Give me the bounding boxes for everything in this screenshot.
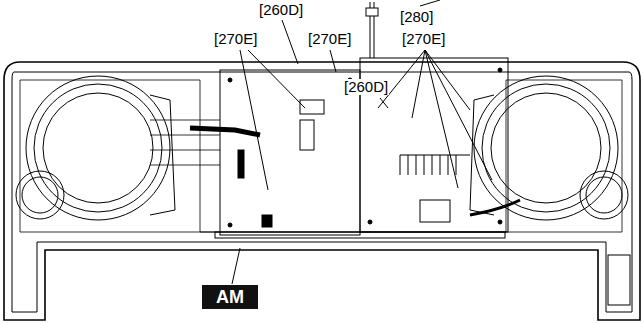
part-tag: AM	[202, 285, 258, 309]
part-tag-text: AM	[216, 287, 244, 307]
callout-number: [270E]	[401, 31, 446, 47]
callout-number: [260D]	[343, 79, 389, 95]
callout-number: [260D]	[258, 2, 304, 18]
callout-number: [270E]	[307, 31, 352, 47]
callout-number: [280]	[399, 9, 434, 25]
callout-number: [270E]	[213, 31, 258, 47]
